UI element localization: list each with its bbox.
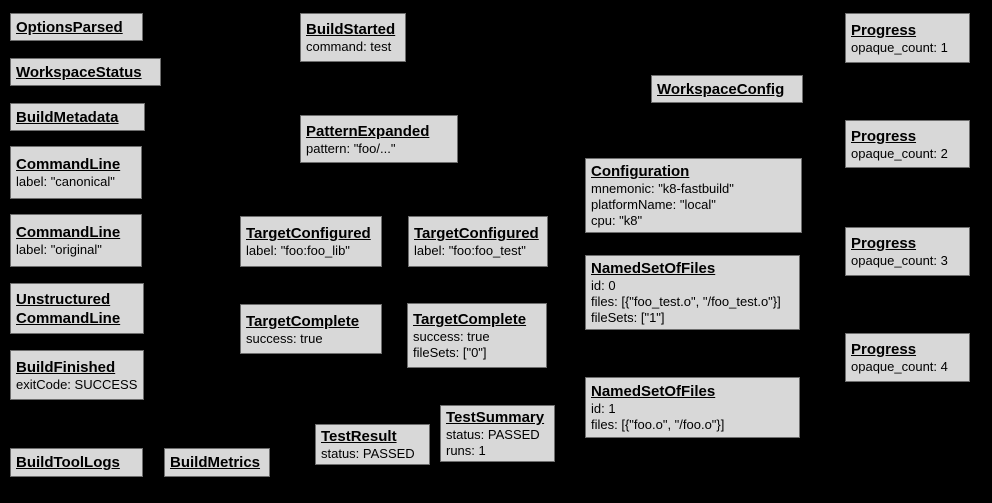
node-field: cpu: "k8": [591, 213, 643, 228]
node-field: id: 1: [591, 401, 616, 416]
node-title: WorkspaceStatus: [16, 63, 142, 81]
node-field: label: "canonical": [16, 174, 115, 189]
node-title: WorkspaceConfig: [657, 80, 785, 98]
node-build-tool-logs: BuildToolLogs: [10, 448, 143, 477]
node-field: exitCode: SUCCESS: [16, 376, 138, 392]
node-workspace-config: WorkspaceConfig: [651, 75, 803, 103]
node-title: TargetComplete: [413, 311, 527, 328]
node-title: TargetConfigured: [246, 225, 371, 242]
node-field: label: "foo:foo_lib": [246, 243, 350, 258]
node-title: OptionsParsed: [16, 18, 123, 36]
node-title: NamedSetOfFiles: [591, 383, 716, 400]
node-title: CommandLine: [16, 309, 121, 327]
node-title: TestResult: [321, 428, 397, 445]
node-field: label: "original": [16, 242, 102, 257]
node-title: TargetConfigured: [414, 225, 539, 242]
node-title: BuildStarted: [306, 21, 396, 38]
node-options-parsed: OptionsParsed: [10, 13, 143, 41]
node-field: platformName: "local": [591, 197, 716, 212]
node-title: Configuration: [591, 163, 690, 180]
node-title: NamedSetOfFiles: [591, 260, 716, 277]
node-title: CommandLine: [16, 156, 121, 173]
node-field: opaque_count: 4: [851, 359, 948, 374]
node-title: Progress: [851, 21, 917, 39]
node-title: Progress: [851, 127, 917, 145]
node-field: mnemonic: "k8-fastbuild": [591, 181, 734, 196]
node-title: TargetComplete: [246, 312, 360, 330]
node-field: success: true: [413, 329, 490, 344]
node-field: fileSets: ["1"]: [591, 310, 665, 325]
node-field: runs: 1: [446, 443, 486, 458]
node-title: Progress: [851, 235, 917, 252]
node-title: BuildFinished: [16, 358, 116, 376]
node-field: opaque_count: 3: [851, 253, 948, 268]
node-field: pattern: "foo/...": [306, 140, 396, 156]
node-field: status: PASSED: [321, 446, 415, 461]
node-title: PatternExpanded: [306, 122, 430, 140]
node-title: BuildMetrics: [170, 454, 261, 471]
node-build-metrics: BuildMetrics: [164, 448, 270, 477]
node-field: files: [{"foo_test.o", "/foo_test.o"}]: [591, 294, 781, 309]
node-field: id: 0: [591, 278, 616, 293]
node-field: opaque_count: 2: [851, 145, 948, 161]
node-field: opaque_count: 1: [851, 39, 948, 55]
node-field: success: true: [246, 330, 323, 346]
node-field: command: test: [306, 39, 392, 54]
node-title: Unstructured: [16, 290, 111, 308]
node-title: Progress: [851, 341, 917, 358]
node-title: TestSummary: [446, 409, 545, 426]
node-title: BuildMetadata: [16, 108, 119, 126]
node-title: CommandLine: [16, 224, 121, 241]
node-build-metadata: BuildMetadata: [10, 103, 145, 131]
node-workspace-status: WorkspaceStatus: [10, 58, 161, 86]
node-field: files: [{"foo.o", "/foo.o"}]: [591, 417, 725, 432]
node-field: label: "foo:foo_test": [414, 243, 526, 258]
node-field: fileSets: ["0"]: [413, 345, 487, 360]
node-field: status: PASSED: [446, 427, 540, 442]
node-title: BuildToolLogs: [16, 454, 120, 471]
